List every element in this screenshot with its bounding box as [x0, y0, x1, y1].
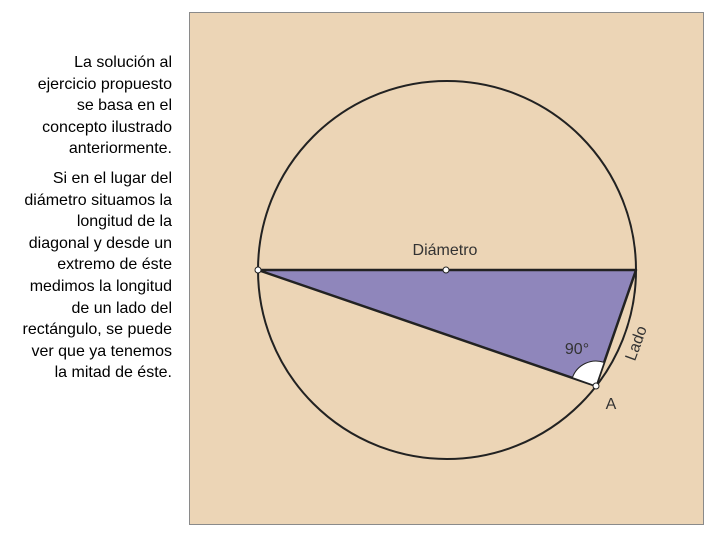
paragraph-intro: La solución al ejercicio propuesto se ba…: [37, 54, 172, 158]
center-point: [442, 266, 450, 274]
point-a-label: A: [606, 396, 617, 413]
figure-panel: Diámetro 90° A Lado: [189, 12, 704, 525]
explanation-text: La solución al ejercicio propuesto se ba…: [20, 52, 172, 384]
diameter-left-point: [254, 266, 262, 274]
geometry-figure: Diámetro 90° A Lado: [254, 80, 651, 460]
paragraph-explanation: Si en el lugar del diámetro situamos la …: [22, 169, 172, 382]
right-angle-marker: [571, 360, 605, 387]
diameter-label: Diámetro: [413, 242, 478, 259]
point-a-marker: [592, 382, 600, 390]
angle-label: 90°: [565, 341, 589, 358]
